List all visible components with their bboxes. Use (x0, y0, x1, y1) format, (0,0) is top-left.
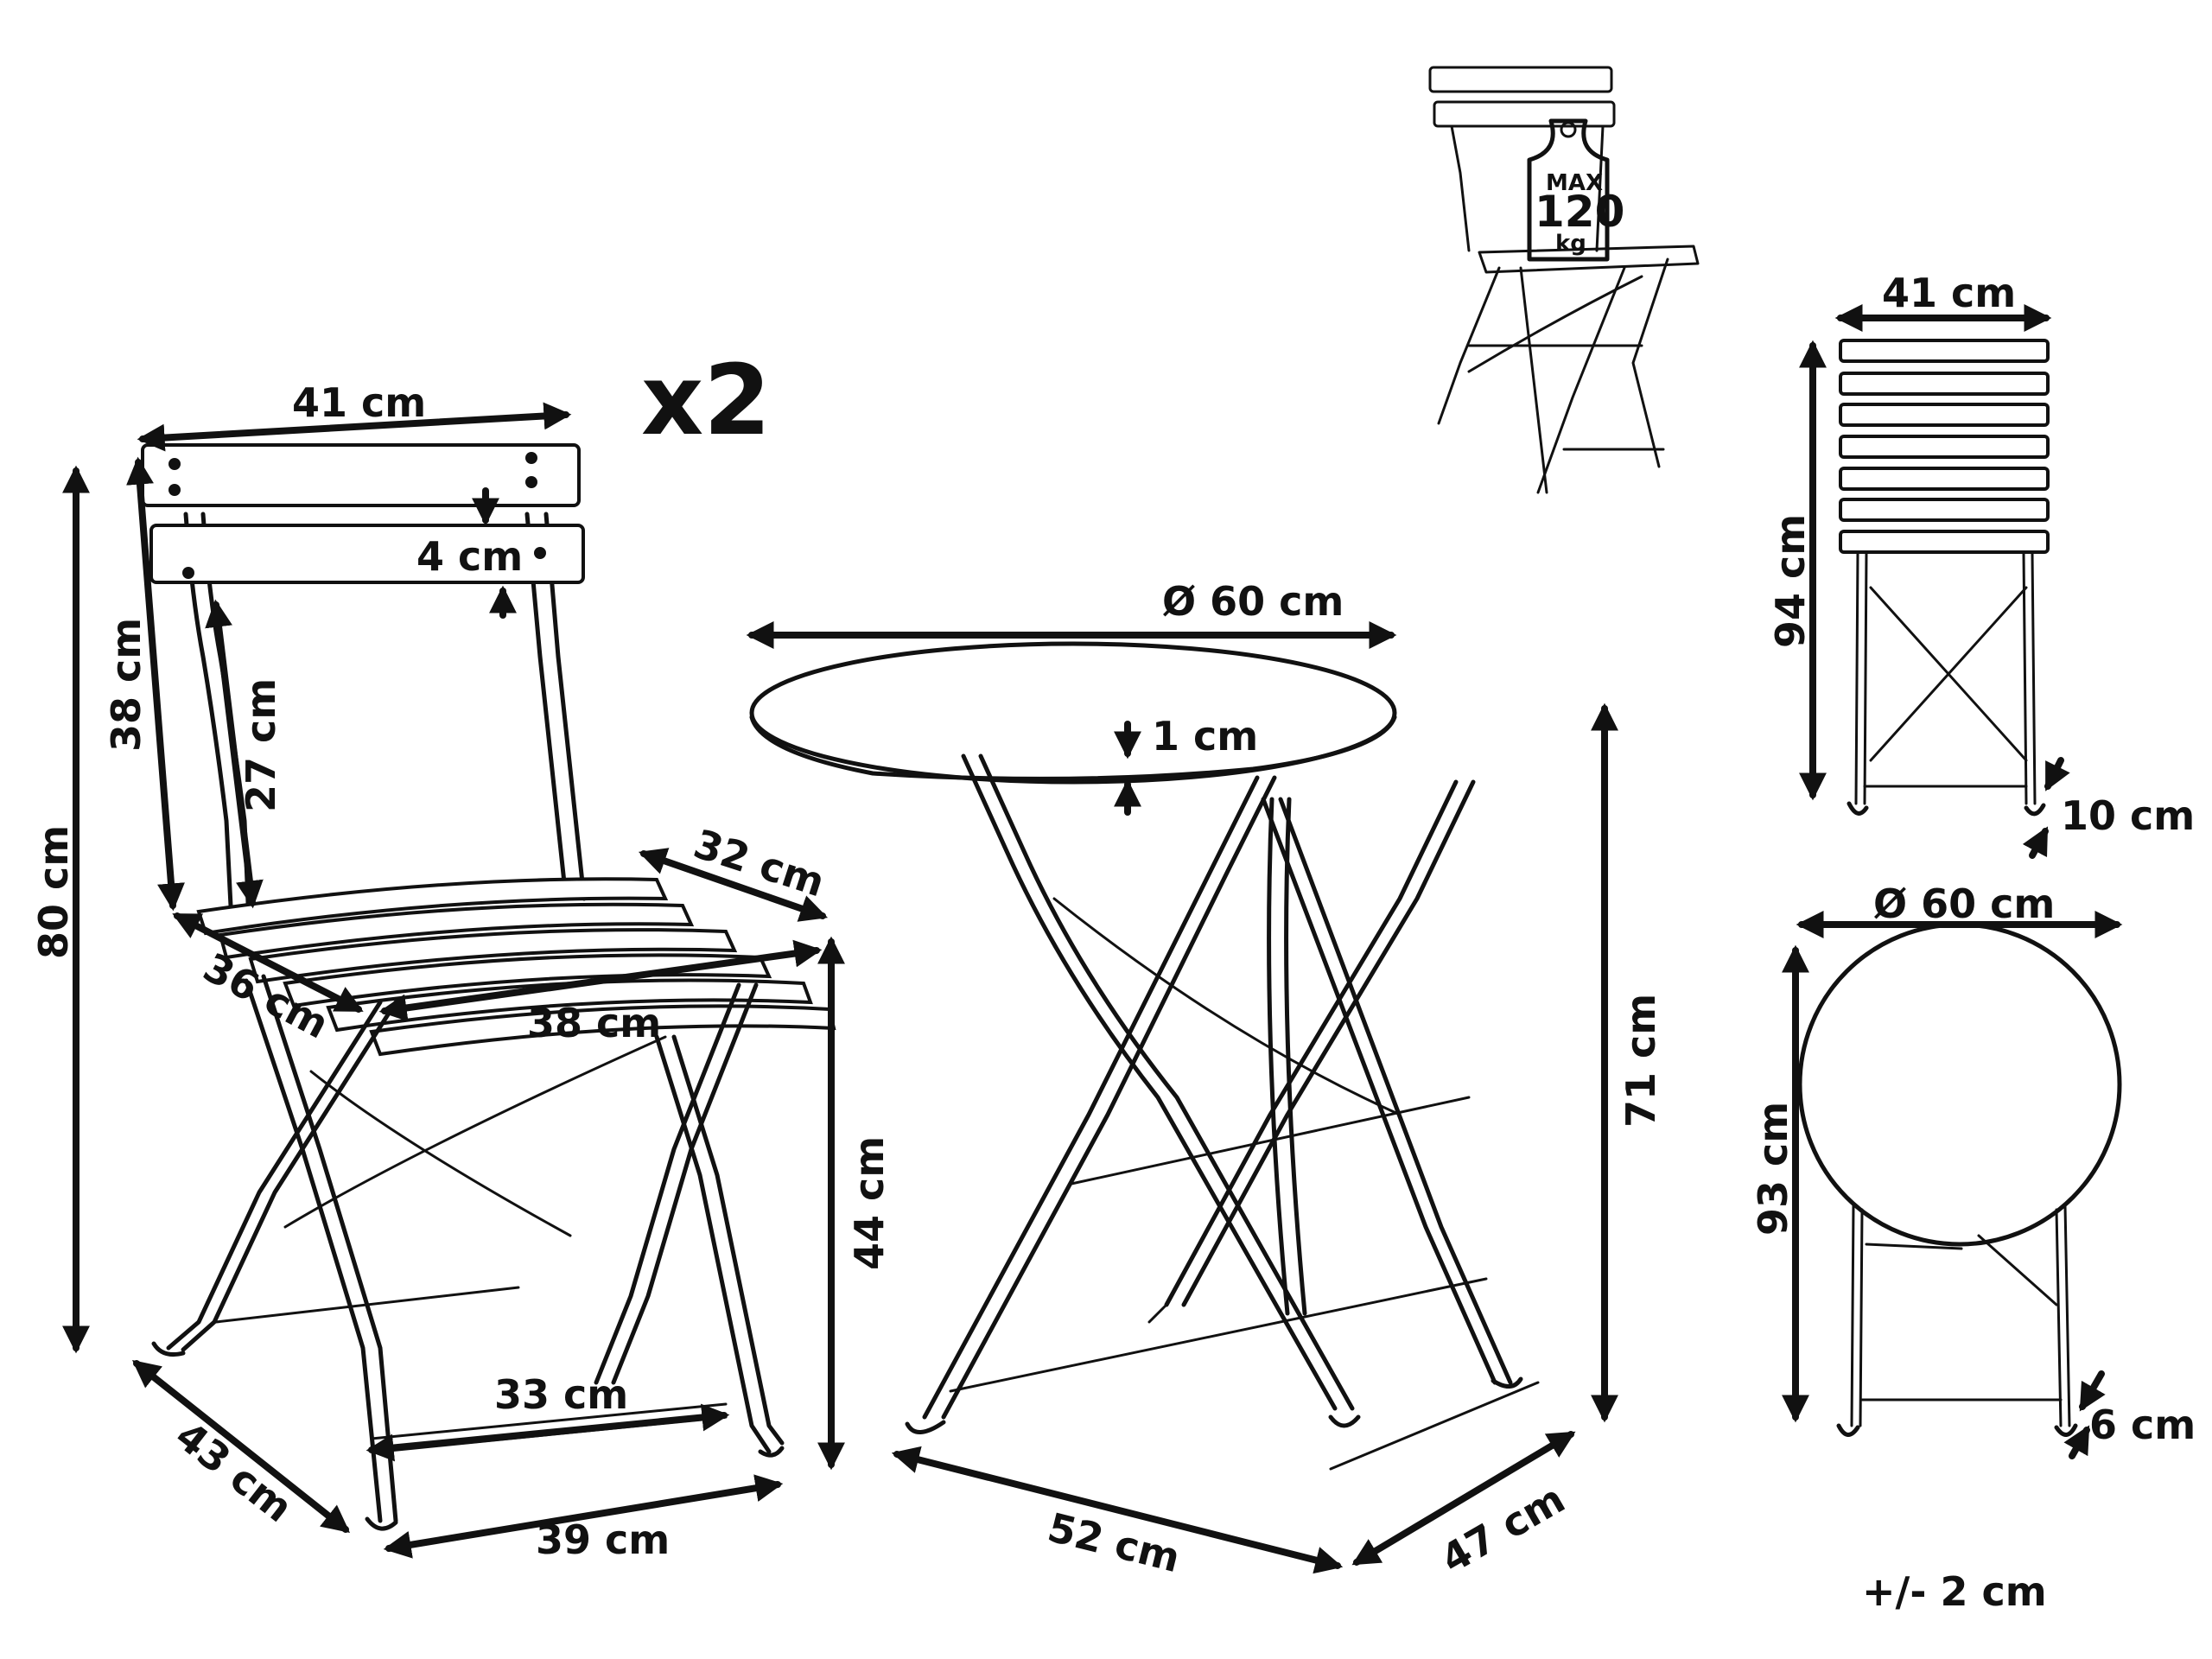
table-base-width-label: 52 cm (1043, 1503, 1185, 1581)
chair-back-inner-height-label: 27 cm (238, 678, 284, 812)
table-height-label: 71 cm (1618, 994, 1664, 1128)
folded-chair-height-label: 94 cm (1767, 514, 1814, 648)
chair-seat-height-label: 44 cm (846, 1136, 893, 1270)
table-top-thickness-label: 1 cm (1152, 713, 1258, 760)
weight-value-text: 120 (1535, 187, 1624, 237)
backrest-top-slat (141, 443, 581, 507)
table-dimension-lines (746, 621, 1618, 1574)
weight-max-text: MAX (1546, 170, 1603, 196)
folded-table-top (1797, 922, 2122, 1247)
folded-chair-width-label: 41 cm (1882, 270, 2016, 316)
folded-chair-thickness-label: 10 cm (2061, 792, 2195, 839)
chair-total-height-label: 80 cm (30, 825, 77, 959)
chair-top-width-label: 41 cm (292, 379, 426, 426)
folded-table-diameter-label: Ø 60 cm (1873, 880, 2055, 927)
folded-chair-dimension-lines (1799, 304, 2070, 859)
chair-back-height-label: 38 cm (103, 618, 149, 752)
weight-unit-text: kg (1555, 231, 1586, 257)
tolerance-note: +/- 2 cm (1862, 1568, 2047, 1615)
table-drawing (749, 641, 1540, 1471)
chair-slat-gap-label: 4 cm (416, 533, 523, 580)
chair-base-depth-label: 43 cm (167, 1412, 302, 1531)
folded-table-thickness-label: 6 cm (2089, 1402, 2196, 1448)
table-diameter-label: Ø 60 cm (1162, 578, 1344, 625)
folded-table-drawing (1797, 922, 2122, 1437)
folded-chair-drawing (1839, 339, 2050, 817)
chair-base-width-label: 39 cm (536, 1516, 670, 1563)
chair-seat-width-label: 38 cm (527, 1000, 661, 1046)
weight-icon (1527, 118, 1610, 262)
weight-capacity-chair (1428, 66, 1700, 494)
folded-table-dimension-lines (1782, 911, 2123, 1459)
chair-dimension-lines (62, 402, 845, 1559)
folded-table-height-label: 93 cm (1750, 1102, 1796, 1236)
quantity-multiplier-label: x2 (641, 345, 771, 457)
chair-bar-width-label: 33 cm (494, 1371, 628, 1418)
table-base-depth-label: 47 cm (1433, 1475, 1573, 1582)
